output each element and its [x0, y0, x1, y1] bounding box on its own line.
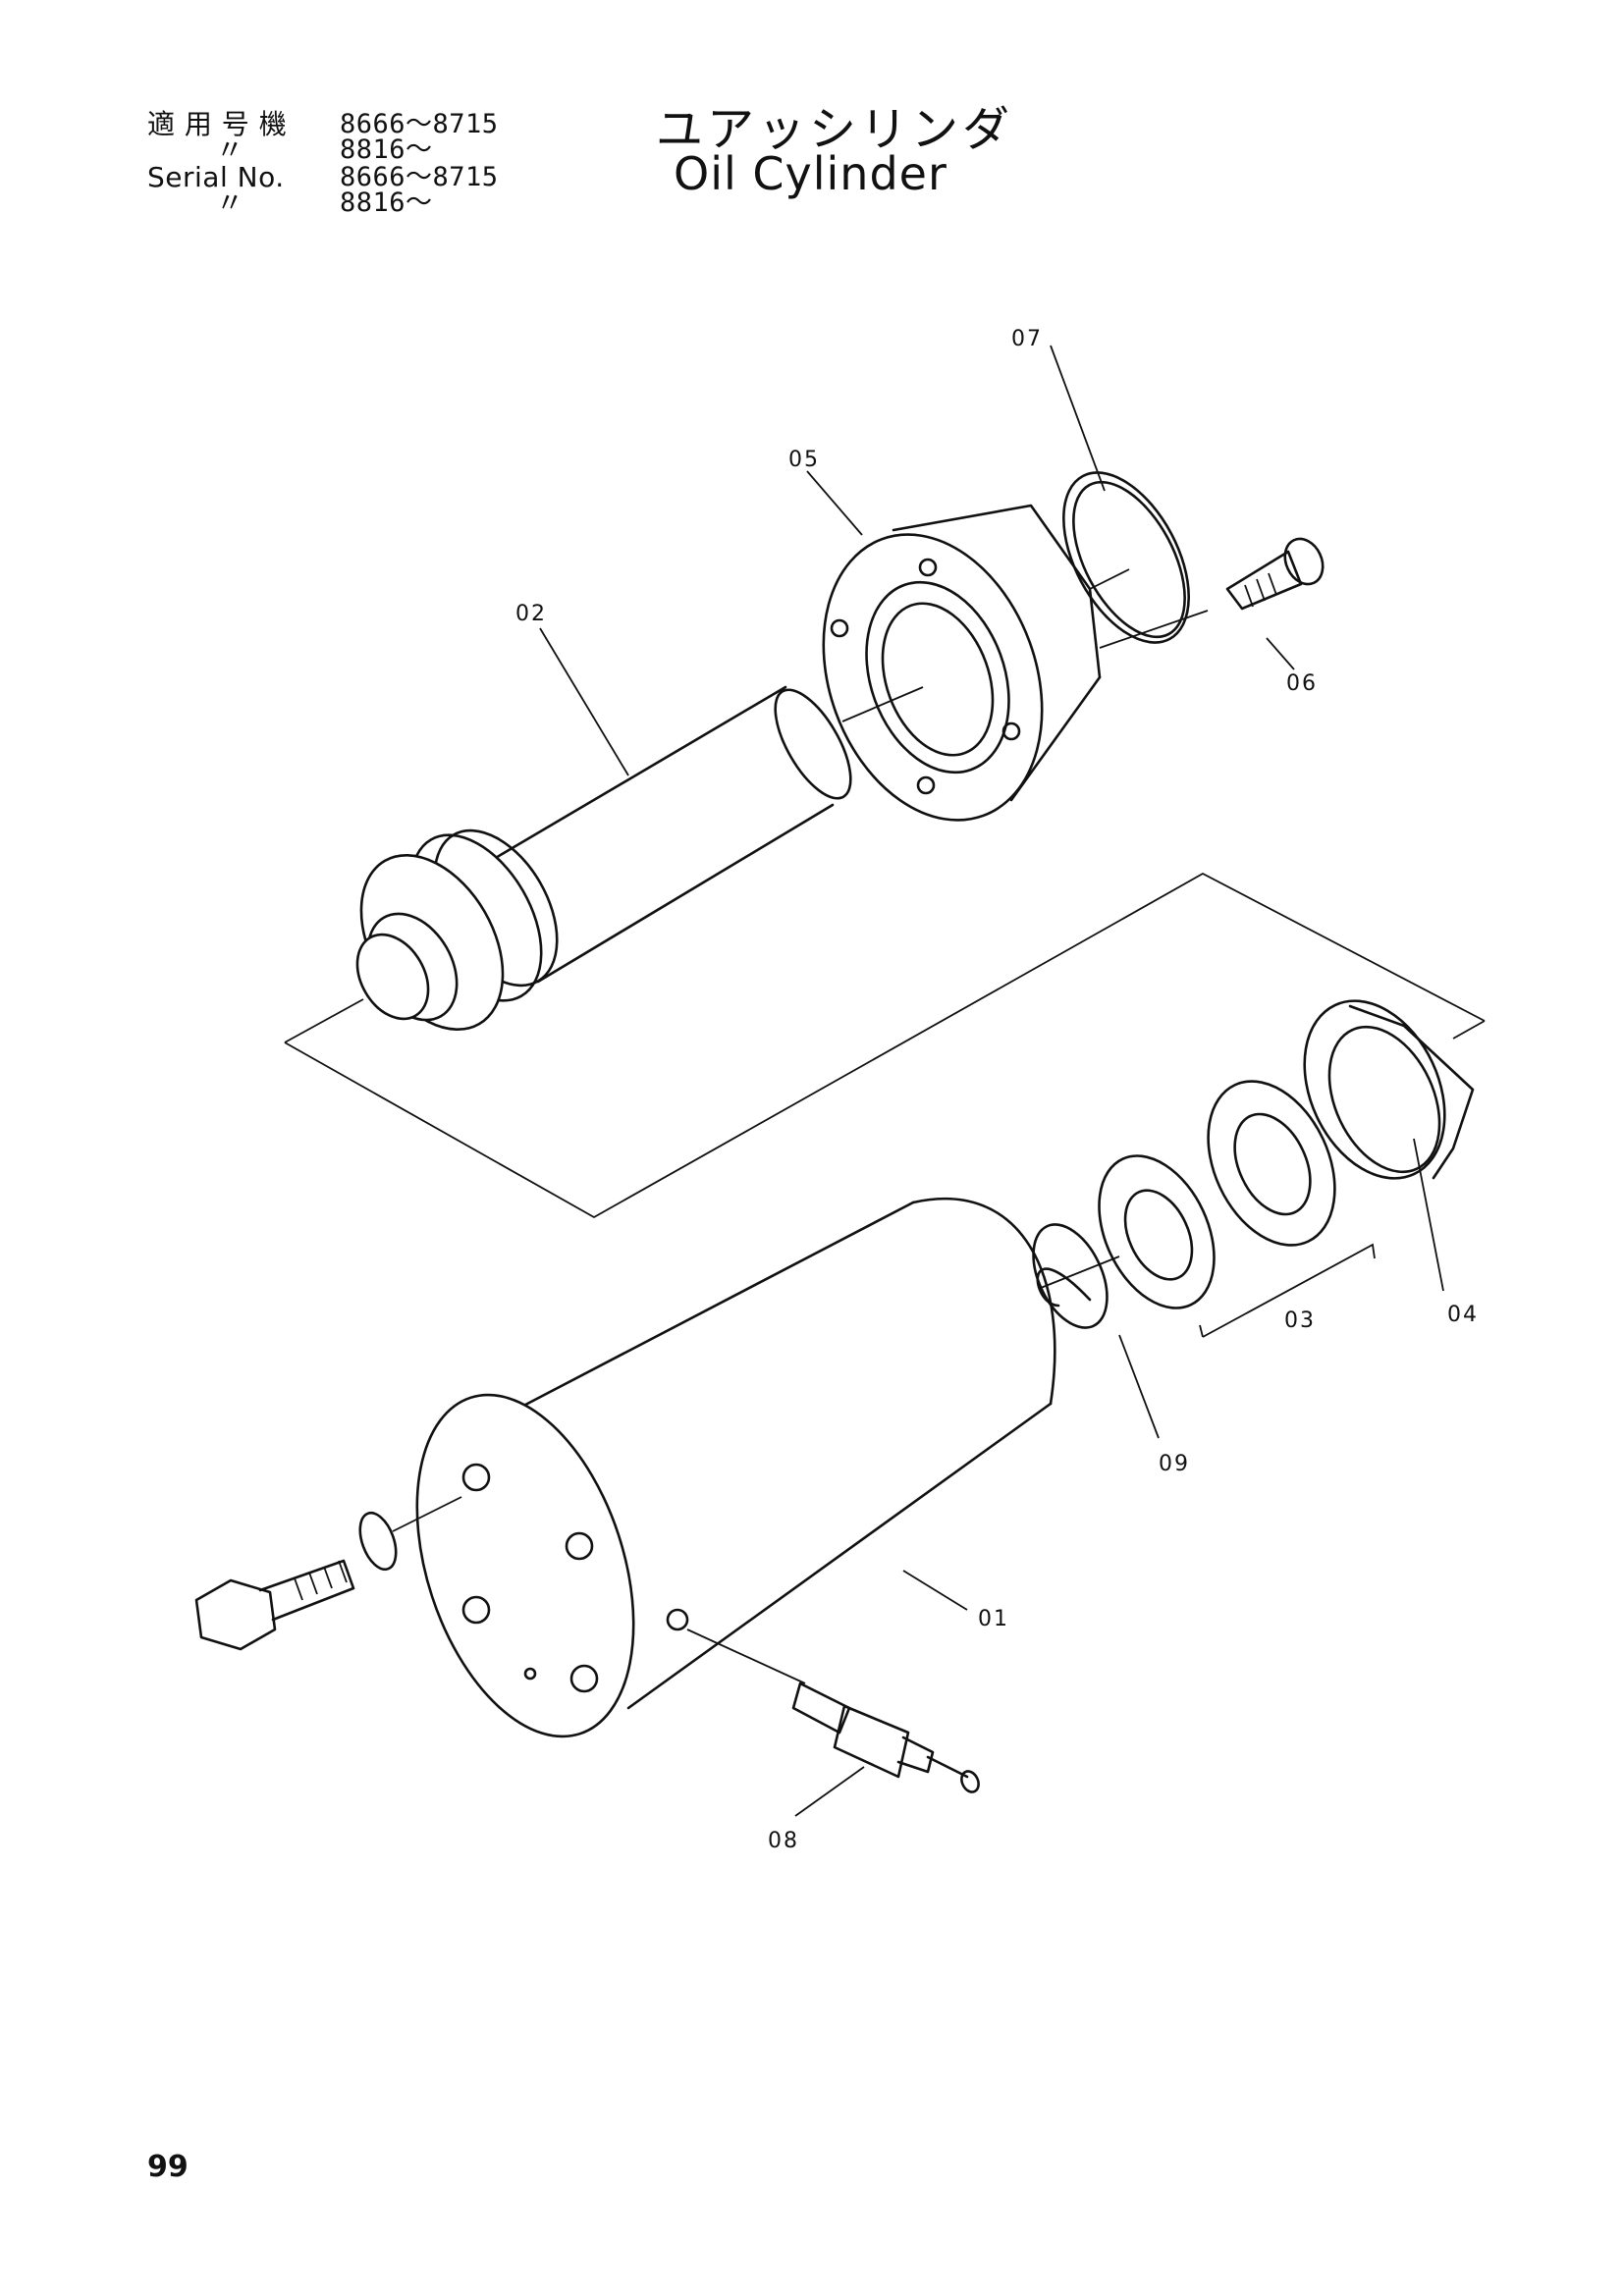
serial-value: 8666～8715	[340, 162, 499, 192]
part-07-o-ring	[1062, 471, 1209, 649]
callout-02: 02	[515, 602, 547, 626]
callout-03: 03	[1284, 1308, 1316, 1333]
serial-label: 〃	[216, 187, 244, 219]
part-04-sleeve	[1303, 999, 1475, 1180]
hex-bolt-and-washer	[194, 1496, 462, 1651]
callout-07: 07	[1011, 327, 1043, 351]
callout-08: 08	[768, 1829, 799, 1853]
serial-value: 8816～	[340, 134, 433, 165]
title-english: Oil Cylinder	[674, 147, 947, 200]
leader-lines	[539, 345, 1444, 1817]
serial-value: 8816～	[340, 187, 433, 218]
serial-label: Serial No.	[147, 161, 285, 193]
serial-label: 適 用 号 機	[147, 108, 288, 140]
part-03-seal-set	[1098, 1080, 1376, 1338]
page-number: 99	[147, 2150, 189, 2184]
title-japanese: ユアッシリンダ	[656, 102, 1014, 157]
serial-label: 〃	[216, 133, 244, 166]
part-06-small-bolt	[1225, 537, 1325, 611]
part-02-piston-rod	[355, 685, 852, 1032]
part-08-grease-fitting	[686, 1629, 980, 1793]
part-05-flange	[822, 504, 1102, 822]
callout-04: 04	[1447, 1303, 1479, 1327]
assembly-plane	[284, 872, 1486, 1219]
callout-05: 05	[788, 448, 820, 472]
callout-06: 06	[1286, 671, 1318, 696]
part-01-cylinder-body	[415, 1197, 1056, 1738]
part-09-snap-ring	[1032, 1223, 1120, 1329]
callout-01: 01	[978, 1607, 1009, 1631]
serial-value: 8666～8715	[340, 109, 499, 139]
callout-09: 09	[1159, 1452, 1190, 1476]
